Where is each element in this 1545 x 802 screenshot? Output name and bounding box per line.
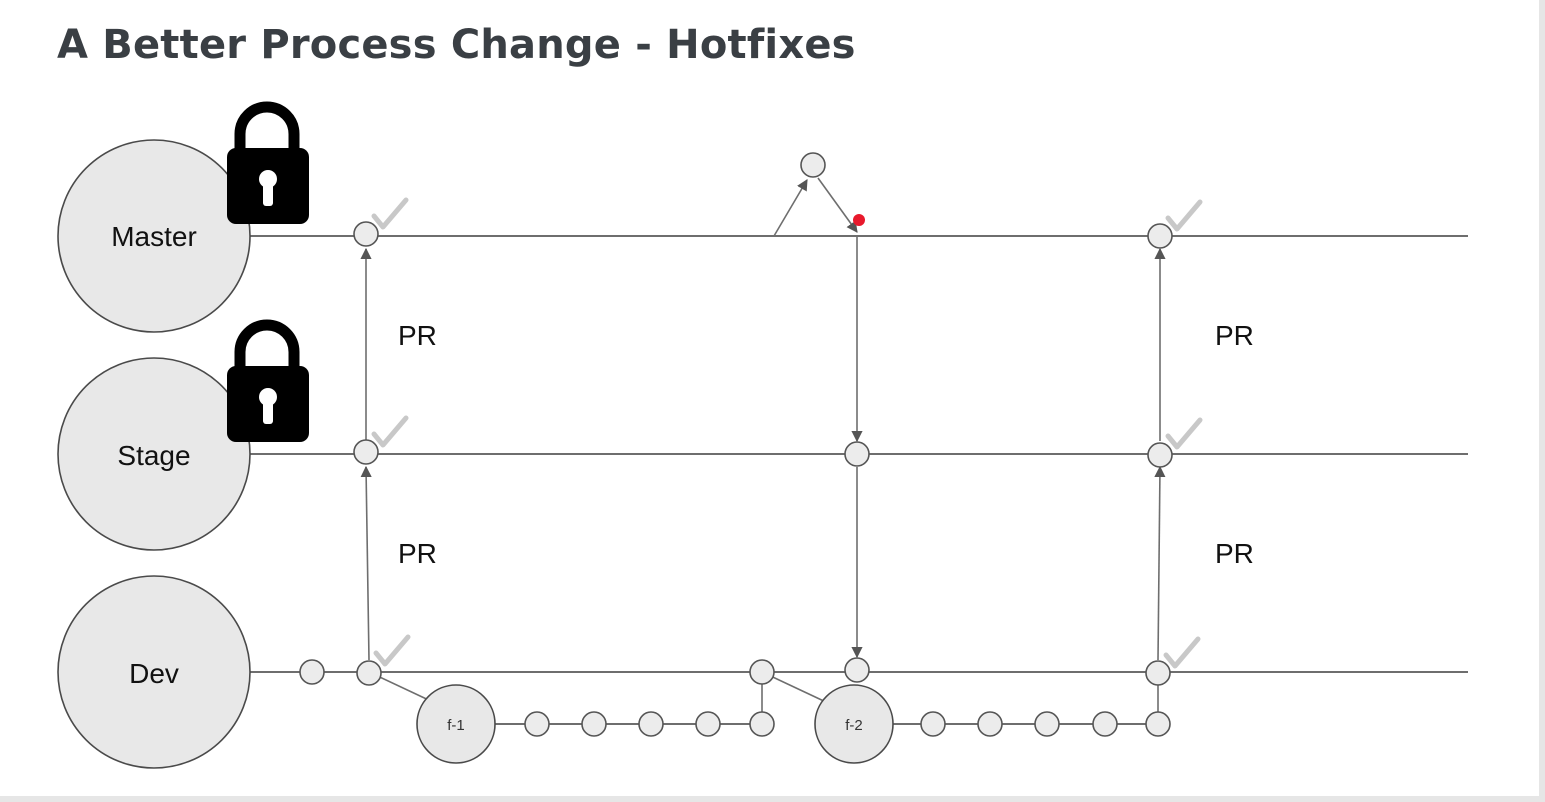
feature-1-commit: [695, 711, 721, 737]
pr-arrow-dev-to-stage-left: [360, 465, 372, 661]
feature-2-commit: [1092, 711, 1118, 737]
stage-commit-hotfix: [844, 441, 870, 467]
master-commit-pr-2: [1147, 223, 1173, 249]
pr-label-left-upper: PR: [398, 320, 437, 351]
dev-commit-pr-2: [1145, 660, 1171, 686]
master-branch-circle: [57, 139, 251, 333]
stage-commit-pr-1: [353, 439, 379, 465]
check-icon: [1165, 199, 1203, 232]
feature-2-circle: [814, 684, 894, 764]
feature-1-circle: [416, 684, 496, 764]
check-icon: [1165, 417, 1203, 450]
master-label: Master: [111, 221, 197, 252]
dev-commit: [299, 659, 325, 685]
lock-icon: [227, 319, 309, 442]
dev-label: Dev: [129, 658, 179, 689]
dev-commit-pr-1: [356, 660, 382, 686]
pr-label-left-lower: PR: [398, 538, 437, 569]
slide-title: A Better Process Change - Hotfixes: [57, 22, 856, 68]
feature-1-commit: [581, 711, 607, 737]
stage-label: Stage: [117, 440, 190, 471]
feature-1-label: f-1: [447, 717, 465, 734]
feature-1-commit: [749, 711, 775, 737]
pr-arrow-dev-to-stage-right: [1154, 465, 1166, 661]
hotfix-commit: [800, 152, 826, 178]
lock-icon: [227, 101, 309, 224]
stage-commit-pr-2: [1147, 442, 1173, 468]
feature-2-commit: [1034, 711, 1060, 737]
dev-commit-hotfix: [844, 657, 870, 683]
hotfix-merge-arrow: [817, 177, 858, 233]
check-icon: [371, 415, 409, 448]
dev-branch-circle: [57, 575, 251, 769]
feature-2-commit: [977, 711, 1003, 737]
hotfix-branch-off-arrow: [773, 179, 808, 237]
feature-1-commit: [638, 711, 664, 737]
pr-label-right-upper: PR: [1215, 320, 1254, 351]
check-icon: [373, 634, 411, 667]
feature-2-commit: [920, 711, 946, 737]
feature-1-commit: [524, 711, 550, 737]
check-icon: [371, 197, 409, 230]
master-commit-pr-1: [353, 221, 379, 247]
pr-label-right-lower: PR: [1215, 538, 1254, 569]
feature-2-commit: [1145, 711, 1171, 737]
check-icon: [1163, 636, 1201, 669]
red-dot: [853, 214, 865, 226]
feature-2-label: f-2: [845, 717, 863, 734]
dev-commit-merge-f1: [749, 659, 775, 685]
stage-branch-circle: [57, 357, 251, 551]
